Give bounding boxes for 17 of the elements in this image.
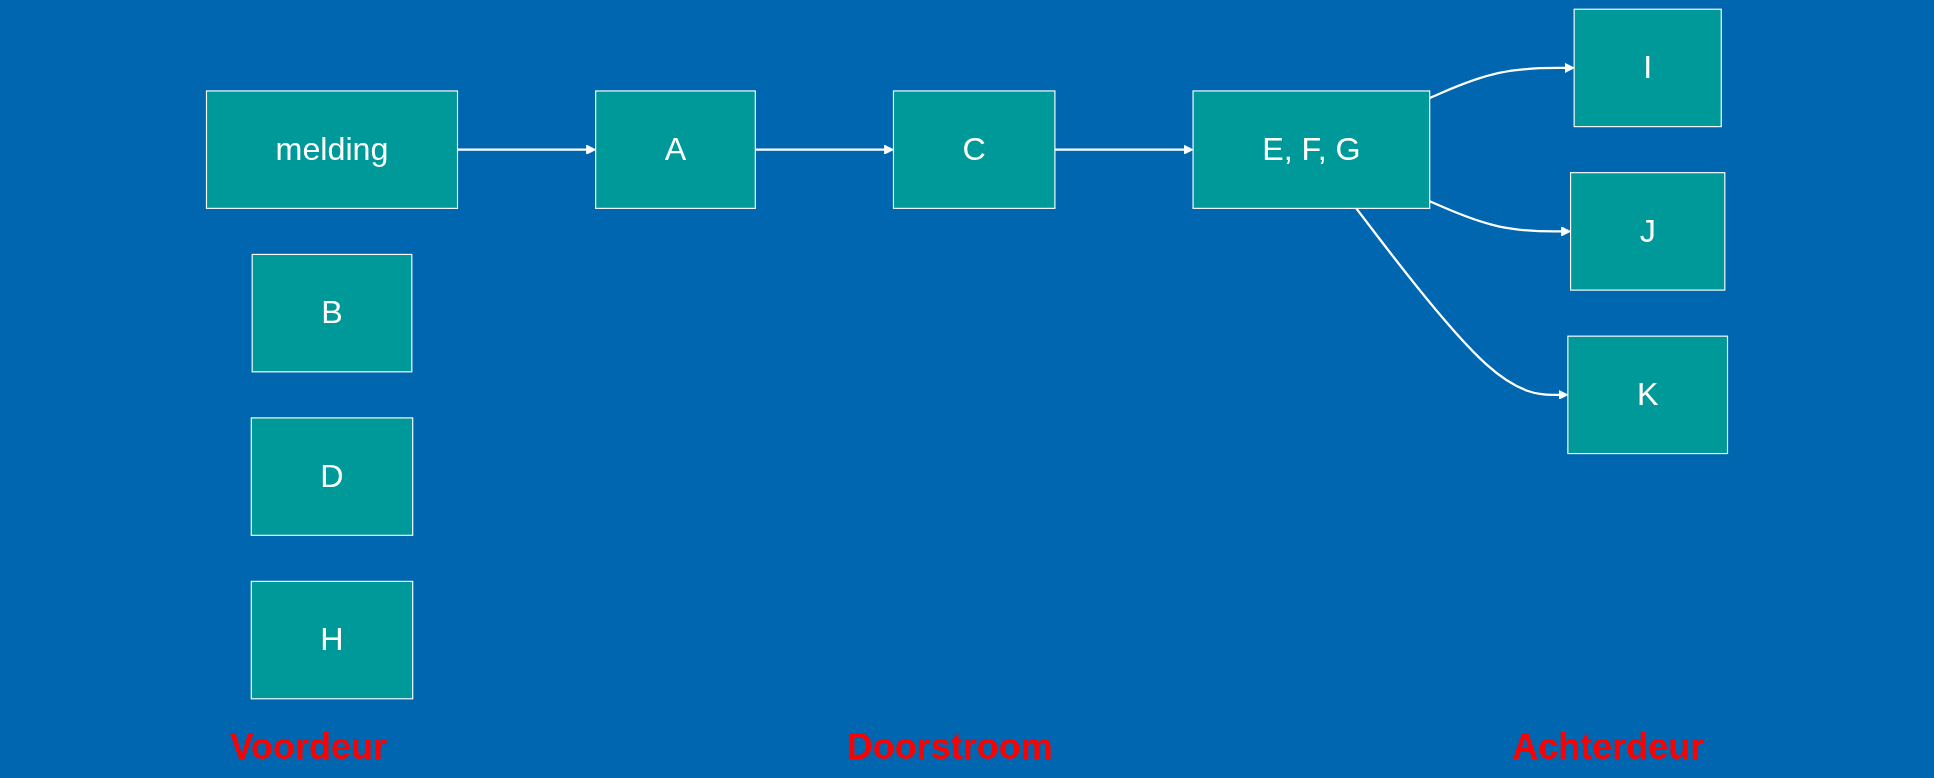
node-box: E, F, G xyxy=(1192,90,1431,209)
node-box: D xyxy=(250,417,414,536)
section-label: Doorstroom xyxy=(846,726,1053,768)
node-box: B xyxy=(251,253,413,373)
node-box: C xyxy=(892,90,1056,209)
arrow xyxy=(1429,200,1571,237)
section-label: Achterdeur xyxy=(1512,726,1705,768)
arrow xyxy=(1054,144,1194,155)
section-label: Voordeur xyxy=(229,726,388,768)
node-box: H xyxy=(250,580,414,700)
node-box: K xyxy=(1567,335,1729,455)
node-box: J xyxy=(1570,172,1726,291)
node-box: I xyxy=(1573,8,1722,128)
node-box: melding xyxy=(205,90,459,209)
arrow xyxy=(755,144,894,155)
arrow xyxy=(1429,62,1575,100)
node-box: A xyxy=(595,90,756,209)
